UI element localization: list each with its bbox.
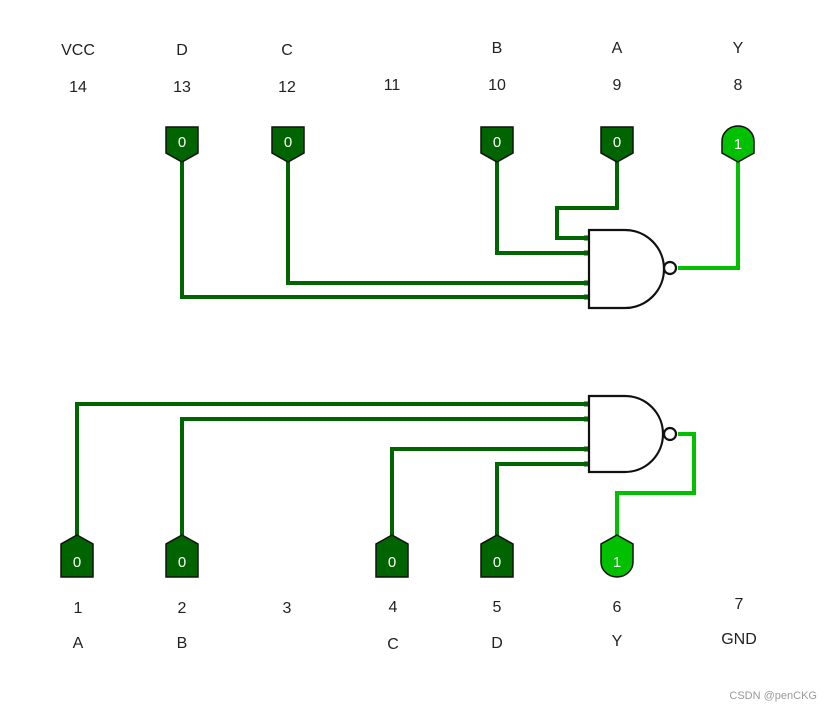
pin4-name: C: [387, 636, 399, 653]
output-pin-8: 1: [721, 125, 755, 163]
input-pin-2[interactable]: 0: [165, 534, 199, 578]
pin4-number: 4: [389, 599, 398, 616]
top-wires: [180, 160, 740, 300]
nand-gate-top[interactable]: [587, 228, 678, 310]
pin9-number: 9: [613, 77, 622, 94]
pin1-value: 0: [73, 554, 81, 571]
pin10-name: B: [492, 40, 503, 57]
pin1-number: 1: [74, 600, 83, 617]
wire-pin12-to-gate1: [286, 160, 589, 285]
pin2-value: 0: [178, 554, 186, 571]
pin2-name: B: [177, 635, 188, 652]
pin7-number: 7: [735, 596, 744, 613]
pin9-value: 0: [613, 134, 621, 151]
pin13-number: 13: [173, 79, 191, 96]
input-pin-10[interactable]: 0: [480, 126, 514, 163]
pin7-name: GND: [721, 631, 757, 648]
input-pin-9[interactable]: 0: [600, 126, 634, 163]
pin2-number: 2: [178, 600, 187, 617]
pin9-name: A: [612, 40, 623, 57]
wire-pin4-to-gate2: [390, 447, 589, 542]
pin5-value: 0: [493, 554, 501, 571]
pin13-name: D: [176, 42, 188, 59]
pin6-name: Y: [612, 633, 623, 650]
pin4-value: 0: [388, 554, 396, 571]
pin12-value: 0: [284, 134, 292, 151]
input-pin-12[interactable]: 0: [271, 126, 305, 163]
wire-gate2-to-pin6: [615, 432, 696, 542]
pin12-number: 12: [278, 79, 296, 96]
input-pin-1[interactable]: 0: [60, 534, 94, 578]
pin8-name: Y: [733, 40, 744, 57]
pin5-name: D: [491, 635, 503, 652]
bottom-wires: [75, 401, 696, 542]
wire-pin1-to-gate2: [75, 402, 589, 542]
pin3-number: 3: [283, 600, 292, 617]
wire-pin10-to-gate1: [495, 160, 589, 255]
input-pin-4[interactable]: 0: [375, 534, 409, 578]
wire-gate1-to-pin8: [678, 160, 740, 270]
pin10-number: 10: [488, 77, 506, 94]
input-pin-5[interactable]: 0: [480, 534, 514, 578]
wire-pin13-to-gate1: [180, 160, 589, 299]
pin14-name: VCC: [61, 42, 95, 59]
wire-pin5-to-gate2: [495, 462, 589, 542]
wire-pin9-to-gate1: [555, 160, 619, 240]
wire-pin2-to-gate2: [180, 417, 589, 542]
pin6-value: 1: [613, 554, 621, 571]
pin5-number: 5: [493, 599, 502, 616]
pin8-number: 8: [734, 77, 743, 94]
watermark: CSDN @penCKG: [729, 690, 817, 702]
pin12-name: C: [281, 42, 293, 59]
nand-gate-bottom[interactable]: [587, 394, 678, 474]
pin1-name: A: [73, 635, 84, 652]
pin8-value: 1: [734, 136, 742, 153]
pin6-number: 6: [613, 599, 622, 616]
pin14-number: 14: [69, 79, 87, 96]
input-pin-13[interactable]: 0: [165, 126, 199, 163]
output-pin-6: 1: [600, 534, 634, 578]
pin13-value: 0: [178, 134, 186, 151]
pin10-value: 0: [493, 134, 501, 151]
pin11-number: 11: [384, 77, 401, 94]
